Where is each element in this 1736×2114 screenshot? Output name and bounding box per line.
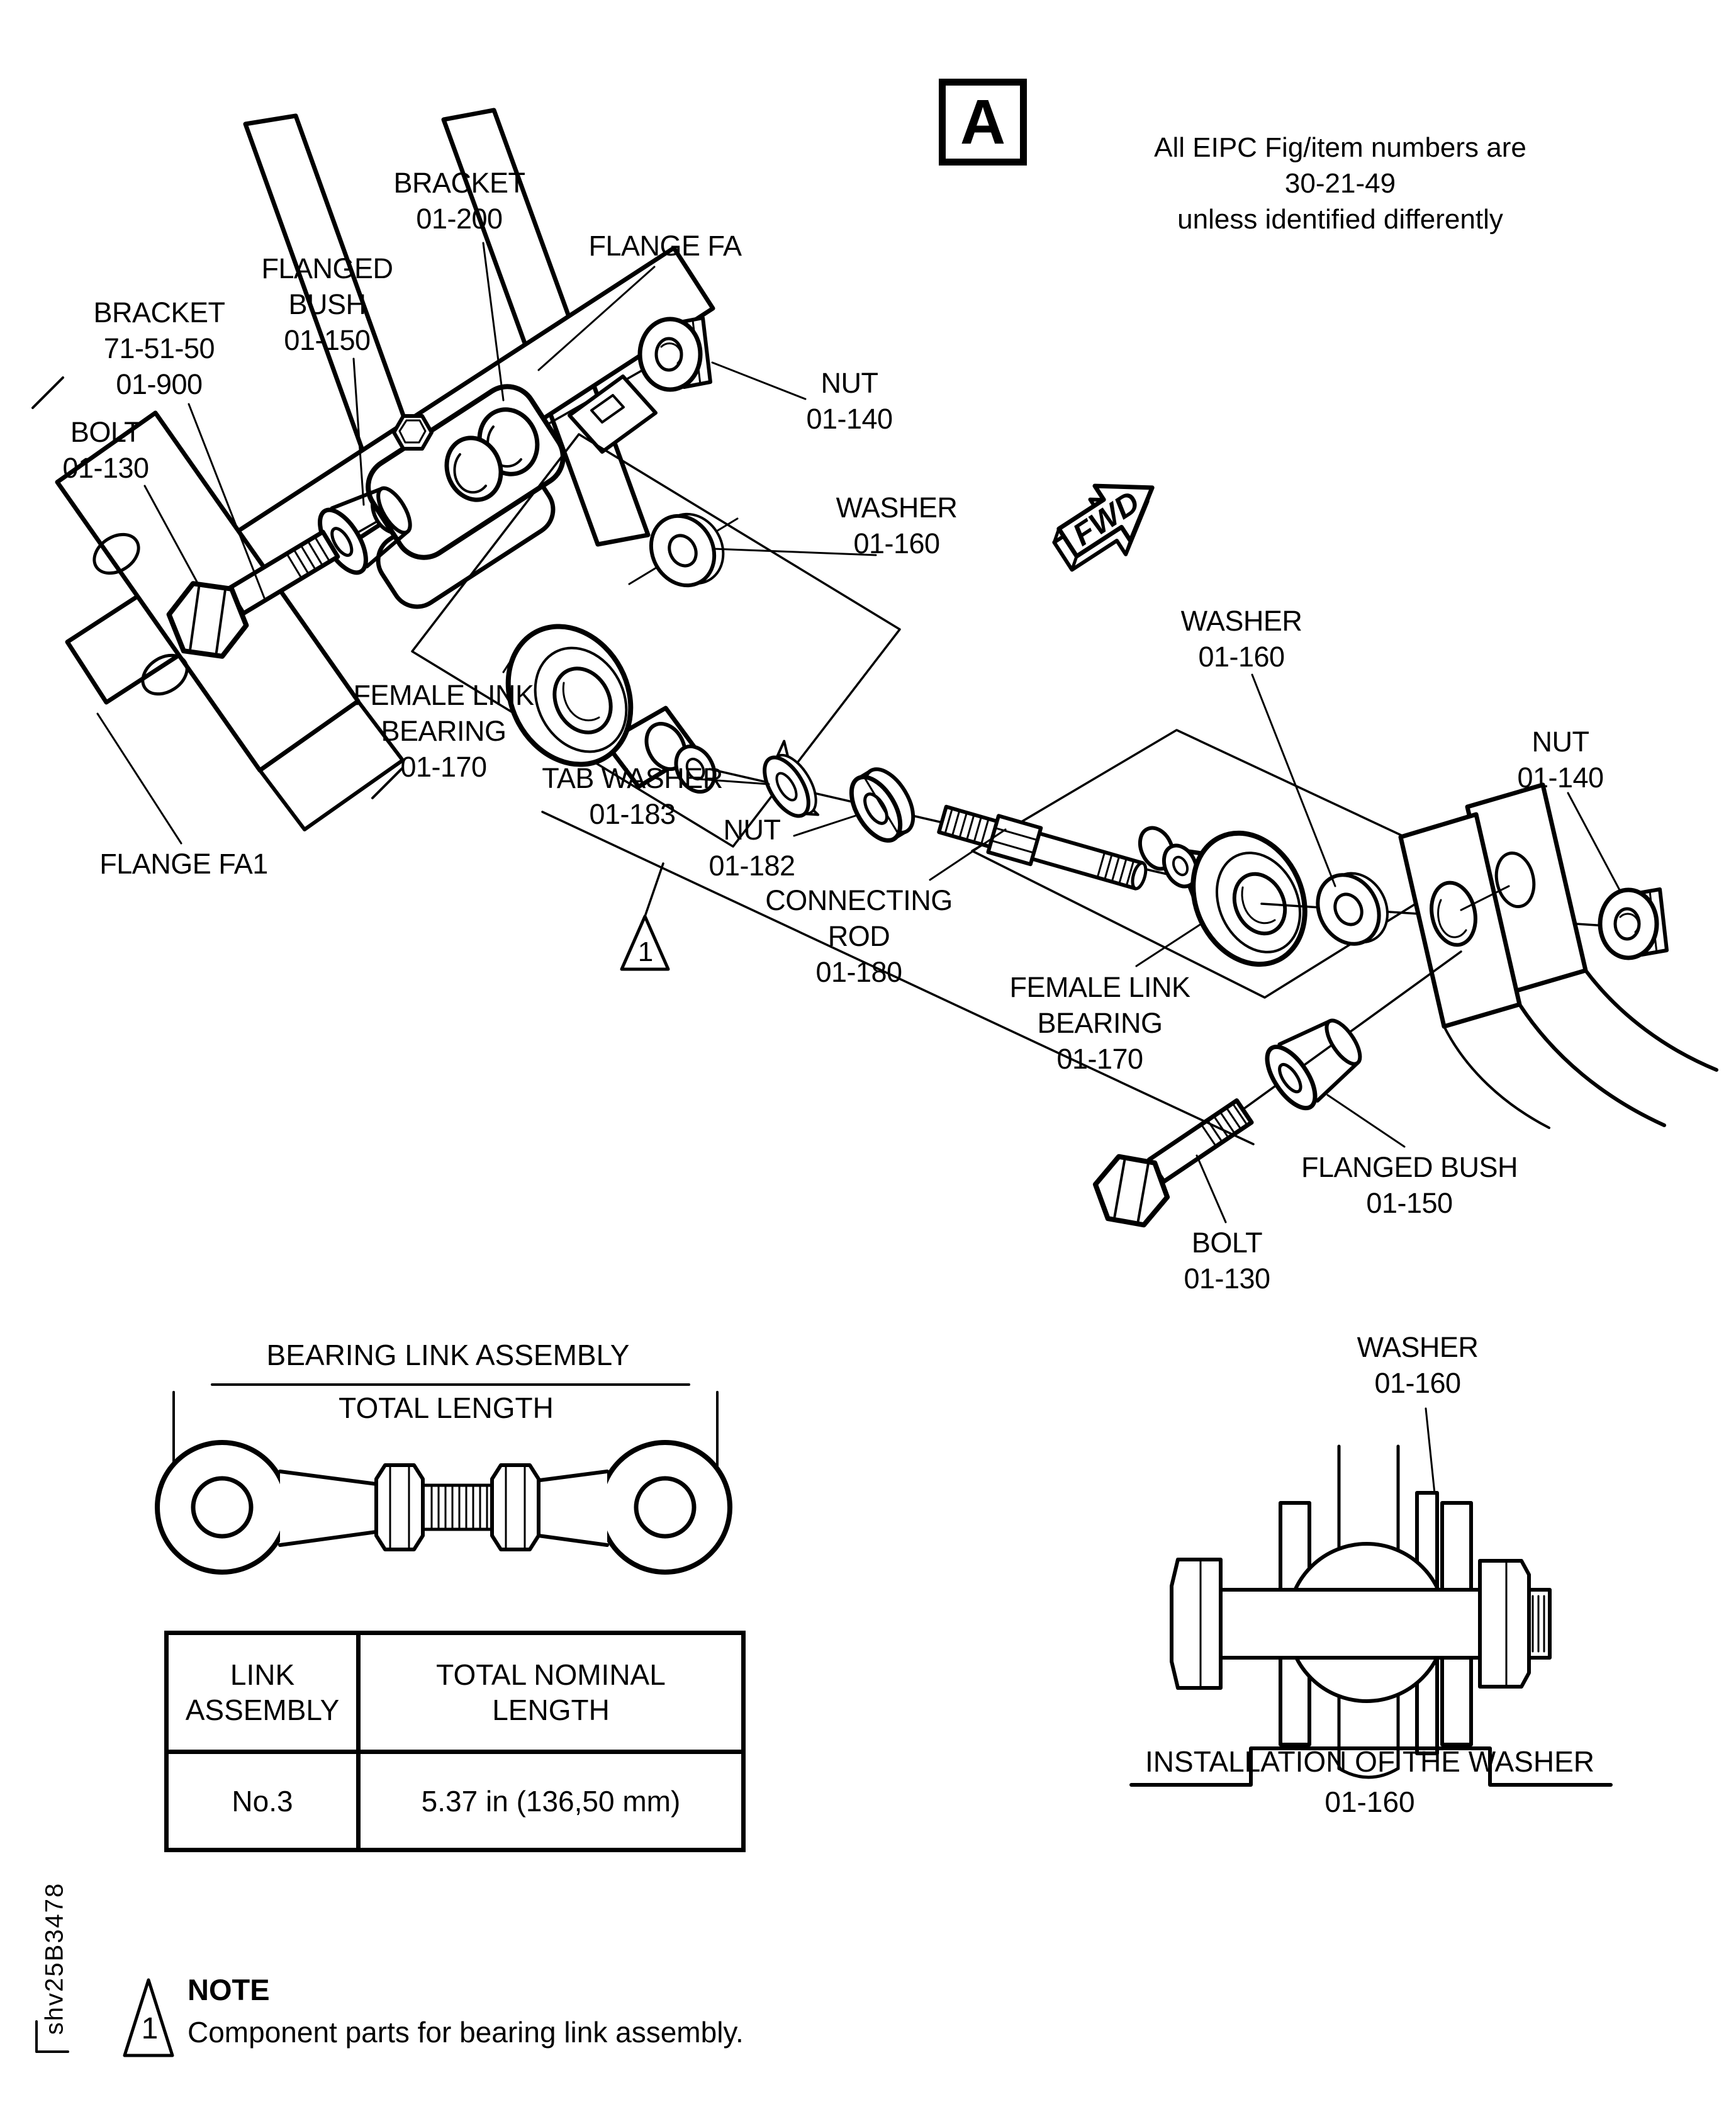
- bolt-left: [166, 529, 340, 659]
- label-bolt-left: BOLT 01-130: [62, 416, 149, 484]
- corner-mark: [35, 2020, 69, 2053]
- note-flag-number: 1: [141, 2012, 159, 2045]
- installation-caption: INSTALLATION OF THE WASHER: [1145, 1745, 1594, 1778]
- document-code: shv25B3478: [40, 1882, 69, 2035]
- note-body: Component parts for bearing link assembl…: [188, 2016, 744, 2049]
- assembly-flag: [541, 811, 1255, 1145]
- assembly-flag-number: 1: [637, 936, 654, 967]
- label-nut-right: NUT 01-140: [1517, 726, 1604, 794]
- label-female-link-left: FEMALE LINK BEARING 01-170: [353, 679, 534, 783]
- note-heading: NOTE: [188, 1973, 270, 2006]
- label-washer-top: WASHER 01-160: [836, 492, 958, 559]
- bolt-right: [1092, 1098, 1254, 1228]
- table-header-row: LINK ASSEMBLY TOTAL NOMINAL LENGTH: [164, 1631, 746, 1754]
- link-assembly-figure: [155, 1383, 732, 1575]
- table-cell-assembly-no: No.3: [164, 1750, 361, 1852]
- label-nut-01-182: NUT 01-182: [708, 814, 795, 882]
- label-female-link-right: FEMALE LINK BEARING 01-170: [1009, 971, 1190, 1075]
- table-cell-length: 5.37 in (136,50 mm): [356, 1750, 746, 1852]
- right-lug-bracket: [1398, 782, 1718, 1129]
- installation-ref: 01-160: [1324, 1785, 1415, 1818]
- label-flanged-bush-left: FLANGED BUSH 01-150: [261, 252, 393, 356]
- note-flag-triangle: [123, 1978, 174, 2057]
- detail-marker-letter: A: [960, 86, 1006, 157]
- label-bracket-01-200: BRACKET 01-200: [393, 167, 525, 235]
- washer-top-01-160: [649, 512, 725, 588]
- female-link-bearing-right: [1138, 826, 1308, 967]
- washer-right-01-160: [1316, 872, 1389, 946]
- connecting-rod-01-180: [937, 804, 1148, 891]
- label-flange-fa: FLANGE FA: [588, 230, 742, 262]
- label-washer-right: WASHER 01-160: [1180, 605, 1302, 673]
- bracket-01-200: [366, 374, 658, 609]
- washer-installation-figure: [1129, 1444, 1613, 1787]
- label-flange-fa1: FLANGE FA1: [99, 848, 268, 880]
- label-flanged-bush-right: FLANGED BUSH 01-150: [1301, 1151, 1518, 1219]
- nut-top-01-140: [637, 316, 712, 392]
- label-washer-install: WASHER 01-160: [1357, 1331, 1479, 1399]
- female-link-bearing-left: [505, 624, 717, 794]
- nut-01-182: [849, 767, 916, 843]
- figure-title: BEARING LINK ASSEMBLY: [266, 1339, 630, 1371]
- label-bolt-right: BOLT 01-130: [1184, 1227, 1270, 1295]
- assembly-plane-2: [971, 729, 1474, 999]
- tab-washer-01-183: [763, 739, 820, 818]
- figure-subtitle: TOTAL LENGTH: [339, 1392, 554, 1424]
- nut-right-01-140: [1598, 887, 1669, 960]
- label-nut-top: NUT 01-140: [806, 367, 893, 435]
- fwd-arrow: FWD: [1052, 483, 1155, 572]
- table-header-link-assembly: LINK ASSEMBLY: [164, 1631, 361, 1754]
- leader-lines: [96, 242, 1621, 1507]
- table-row: No.3 5.37 in (136,50 mm): [164, 1750, 746, 1852]
- eipc-reference-note: All EIPC Fig/item numbers are 30-21-49 u…: [1154, 132, 1526, 235]
- link-assembly-table: LINK ASSEMBLY TOTAL NOMINAL LENGTH No.3 …: [164, 1631, 746, 1852]
- table-header-total-length: TOTAL NOMINAL LENGTH: [356, 1631, 746, 1754]
- label-bracket-71-51-50: BRACKET 71-51-50 01-900: [93, 296, 225, 400]
- flanged-bush-right: [1265, 1018, 1362, 1111]
- assembly-plane-1: [411, 433, 901, 848]
- detail-marker-a: A: [939, 79, 1027, 166]
- label-connecting-rod: CONNECTING ROD 01-180: [765, 884, 953, 988]
- label-tab-washer: TAB WASHER 01-183: [542, 762, 723, 830]
- flanged-bush-left: [318, 486, 412, 575]
